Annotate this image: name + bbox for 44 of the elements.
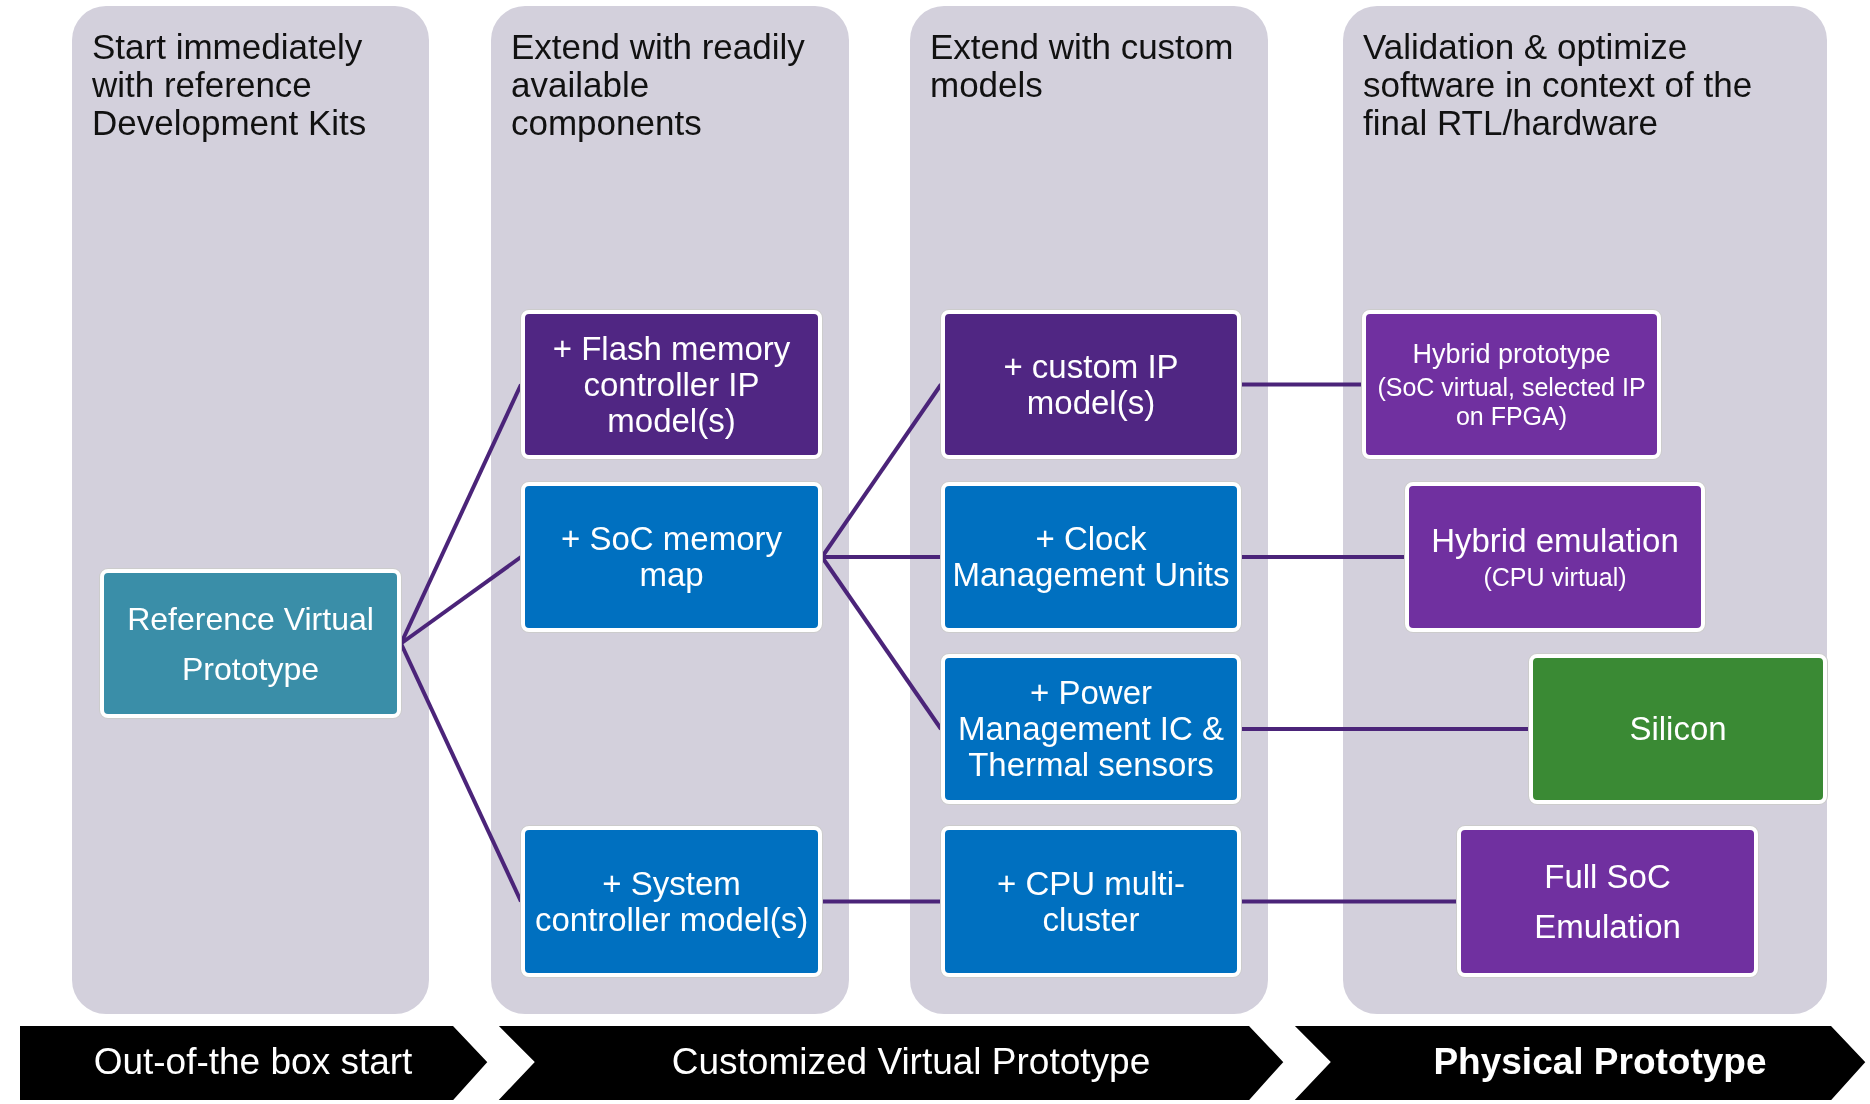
box-label: + CPU multi-cluster — [996, 865, 1186, 938]
process-box — [1362, 310, 1661, 459]
process-box — [941, 482, 1241, 632]
process-box — [941, 310, 1241, 459]
process-box — [941, 826, 1241, 977]
box-label: + Clock Management Units — [951, 521, 1231, 593]
connector-line — [822, 555, 941, 559]
process-box — [1405, 482, 1705, 632]
process-box — [1529, 654, 1827, 804]
process-box — [521, 310, 822, 459]
box-label: Silicon — [1629, 711, 1727, 747]
box-label: Customized Virtual Prototype — [670, 1041, 1151, 1083]
box-label: Hybrid emulation — [1431, 522, 1679, 559]
process-box — [941, 654, 1241, 804]
box-label: Physical Prototype — [1432, 1041, 1767, 1083]
box-label: Hybrid prototype — [1412, 338, 1611, 369]
connector-line — [822, 899, 941, 904]
column-panel — [910, 6, 1268, 1014]
process-box — [1457, 826, 1758, 977]
process-box — [521, 482, 822, 632]
connector-line — [1241, 382, 1362, 387]
box-label: + SoC memory map — [560, 521, 783, 593]
box-label: + Power Management IC & Thermal sensors — [957, 675, 1225, 783]
box-label: Full SoC Emulation — [1533, 856, 1682, 947]
box-label: + System controller model(s) — [533, 865, 810, 938]
column-heading: Start immediately with reference Development Kits — [92, 28, 368, 142]
column-panel — [1343, 6, 1827, 1014]
box-subtext: (SoC virtual, selected IP on FPGA) — [1376, 372, 1647, 431]
connector-line — [1241, 555, 1405, 559]
process-box — [521, 826, 822, 977]
box-label: Out-of-the box start — [93, 1041, 413, 1083]
connector-line — [399, 642, 523, 903]
column-panel — [72, 6, 429, 1014]
column-panel — [491, 6, 849, 1014]
connector-line — [1241, 899, 1457, 904]
column-heading: Extend with readily available components — [511, 28, 806, 142]
process-box — [100, 569, 401, 718]
box-label: + Flash memory controller IP model(s) — [551, 330, 792, 439]
column-heading: Validation & optimize software in context of the final RTL/hardware — [1363, 28, 1754, 142]
box-label: Reference Virtual Prototype — [126, 599, 375, 689]
connector-line — [1241, 727, 1529, 731]
box-subtext: (CPU virtual) — [1483, 562, 1627, 592]
column-heading: Extend with custom models — [930, 28, 1235, 104]
box-label: + custom IP model(s) — [1002, 348, 1180, 421]
